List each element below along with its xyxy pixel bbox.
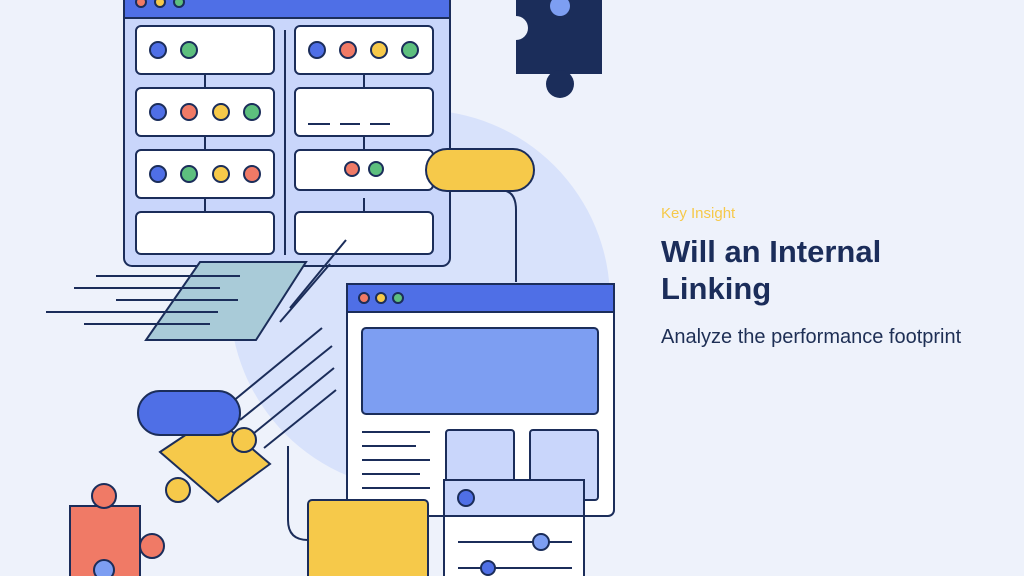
settings-panel-icon	[443, 479, 585, 576]
motion-lines-icon	[46, 239, 347, 449]
yellow-pill-icon	[425, 148, 535, 192]
navy-puzzle-piece-icon	[504, 0, 602, 98]
slide-subtitle: Analyze the performance footprint	[661, 326, 962, 348]
slide-title: Will an Internal Linking	[661, 234, 882, 306]
server-rack-icon	[123, 0, 451, 267]
yellow-block-icon	[307, 499, 429, 576]
blue-pill-icon	[137, 390, 241, 436]
connector-line-lower	[287, 446, 309, 541]
text-block: Key Insight Will an Internal Linking Ana…	[661, 204, 991, 352]
eyebrow-label: Key Insight	[661, 205, 736, 222]
red-puzzle-piece-icon	[69, 483, 165, 576]
